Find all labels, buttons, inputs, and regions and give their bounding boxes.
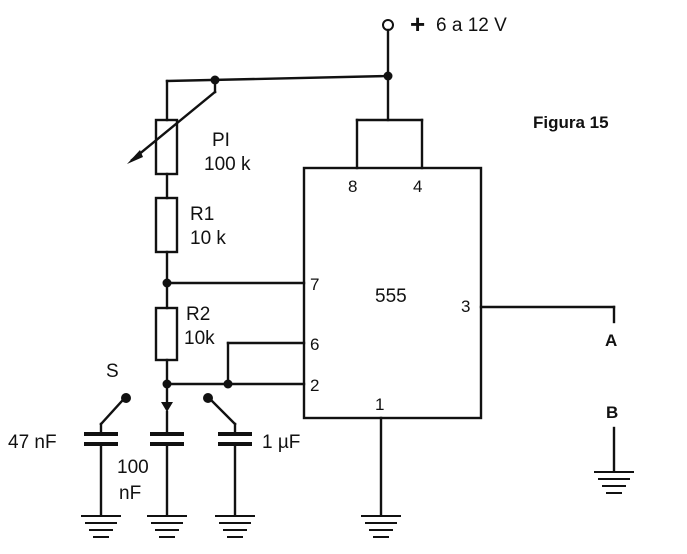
output-b-ground-symbol xyxy=(594,426,634,494)
ic-ground-symbol xyxy=(361,416,401,538)
capacitor-100nf-label-value: 100 xyxy=(117,457,149,478)
resistor-r2 xyxy=(154,306,179,389)
supply-voltage-label: 6 a 12 V xyxy=(436,15,507,36)
pin-3-label: 3 xyxy=(461,297,470,316)
pin-7-label: 7 xyxy=(310,275,319,294)
ic-name: 555 xyxy=(375,286,407,307)
capacitor-47nf-label: 47 nF xyxy=(8,432,57,453)
pin-1-label: 1 xyxy=(375,395,384,414)
output-a-wire xyxy=(479,305,616,324)
r2-name: R2 xyxy=(186,304,210,325)
pin-8-label: 8 xyxy=(348,177,357,196)
switch-label: S xyxy=(106,361,119,382)
selector-switch xyxy=(99,382,237,426)
ic-555 xyxy=(302,166,483,420)
supply-terminal xyxy=(382,19,394,81)
ic-connections xyxy=(165,281,306,389)
potentiometer-value: 100 k xyxy=(204,154,251,175)
capacitor-1uf-label: 1 µF xyxy=(262,432,300,453)
capacitor-47nf xyxy=(81,422,121,538)
capacitor-1uf xyxy=(215,422,255,538)
r1-value: 10 k xyxy=(190,228,226,249)
capacitor-100nf-label-unit: nF xyxy=(119,483,141,504)
output-b-label: B xyxy=(606,403,618,422)
potentiometer xyxy=(127,78,217,176)
pin-6-label: 6 xyxy=(310,335,319,354)
r1-name: R1 xyxy=(190,204,214,225)
capacitor-100nf xyxy=(147,410,187,538)
pin-2-label: 2 xyxy=(310,376,319,395)
figure-title: Figura 15 xyxy=(533,113,609,132)
potentiometer-name: PI xyxy=(212,130,230,151)
output-a-label: A xyxy=(605,331,617,350)
top-rail xyxy=(165,74,424,170)
resistor-r1 xyxy=(154,172,179,310)
pin-4-label: 4 xyxy=(413,177,422,196)
r2-value: 10k xyxy=(184,328,215,349)
supply-plus-sign: + xyxy=(410,9,425,39)
